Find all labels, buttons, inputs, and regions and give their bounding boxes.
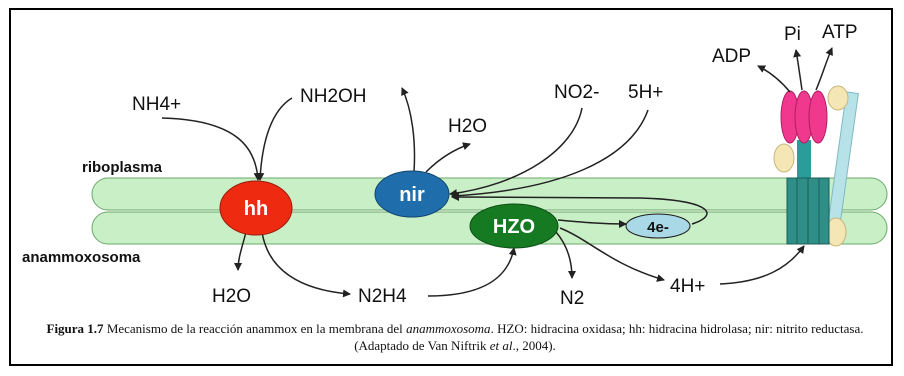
arrow-atp-synthase-to-adp bbox=[757, 65, 791, 93]
no2-label: NO2- bbox=[554, 82, 599, 103]
hzo-enzyme bbox=[469, 203, 559, 249]
hh-enzyme-label: hh bbox=[244, 198, 268, 220]
nir-enzyme-label: nir bbox=[399, 184, 425, 206]
atp-synthase-cream-mid bbox=[773, 143, 795, 173]
caption-italic-2: et al bbox=[489, 338, 513, 353]
h2o-bottom-label: H2O bbox=[212, 286, 251, 307]
atp-label: ATP bbox=[822, 22, 858, 43]
atp-synthase-cream-top bbox=[827, 85, 849, 111]
arrow-5h-to-nir bbox=[451, 109, 649, 200]
membrane-upper-layer bbox=[91, 177, 888, 211]
anammoxosoma-label: anammoxosoma bbox=[22, 249, 141, 266]
arrow-atp-synthase-to-pi bbox=[793, 49, 803, 91]
n2-label: N2 bbox=[560, 288, 584, 309]
arrow-hzo-to-n2 bbox=[555, 231, 576, 279]
arrow-hzo-to-4e bbox=[557, 219, 627, 228]
adp-label: ADP bbox=[712, 46, 751, 67]
nh2oh-label: NH2OH bbox=[300, 86, 367, 107]
caption-text-1: Mecanismo de la reacción anammox en la m… bbox=[106, 321, 403, 336]
n2h4-label: N2H4 bbox=[358, 286, 407, 307]
arrow-nh4-to-hh bbox=[161, 117, 262, 181]
atp-synthase-head-3 bbox=[808, 90, 828, 144]
h2o-top-label: H2O bbox=[448, 116, 487, 137]
arrow-nir-to-nh2oh bbox=[401, 87, 416, 173]
arrow-4h-to-atp-synthase bbox=[719, 245, 805, 285]
arrow-nir-to-h2o bbox=[425, 142, 471, 173]
arrow-hh-to-h2o bbox=[234, 231, 247, 271]
arrow-nh2oh-to-hh bbox=[256, 97, 293, 181]
4h-label: 4H+ bbox=[670, 276, 705, 297]
atp-synthase bbox=[773, 85, 859, 247]
arrow-no2-to-nir bbox=[449, 107, 583, 198]
caption-text-2: . HZO: hidracina oxidasa; hh: hidracina … bbox=[354, 321, 864, 353]
hzo-enzyme-label: HZO bbox=[493, 216, 535, 238]
arrow-hzo-to-4h bbox=[559, 227, 665, 282]
pi-label: Pi bbox=[784, 24, 801, 45]
figure-caption: Figura 1.7 Mecanismo de la reacción anam… bbox=[30, 320, 880, 354]
atp-synthase-stalk bbox=[797, 140, 811, 180]
riboplasma-label: riboplasma bbox=[82, 159, 163, 176]
5h-label: 5H+ bbox=[628, 82, 663, 103]
arrow-atp-synthase-to-atp bbox=[815, 47, 833, 91]
electrons-4e bbox=[625, 213, 691, 239]
caption-italic-1: anammoxosoma bbox=[406, 321, 491, 336]
caption-label: Figura 1.7 bbox=[46, 321, 104, 336]
nh4-label: NH4+ bbox=[132, 94, 181, 115]
arrow-hh-to-n2h4 bbox=[261, 231, 351, 298]
caption-text-3: ., 2004). bbox=[512, 338, 556, 353]
arrow-4e-to-nir bbox=[451, 193, 708, 225]
electrons-4e-label: 4e- bbox=[647, 219, 669, 236]
nir-enzyme bbox=[374, 170, 450, 218]
hh-enzyme bbox=[219, 180, 293, 236]
arrow-n2h4-to-hzo bbox=[427, 247, 517, 297]
